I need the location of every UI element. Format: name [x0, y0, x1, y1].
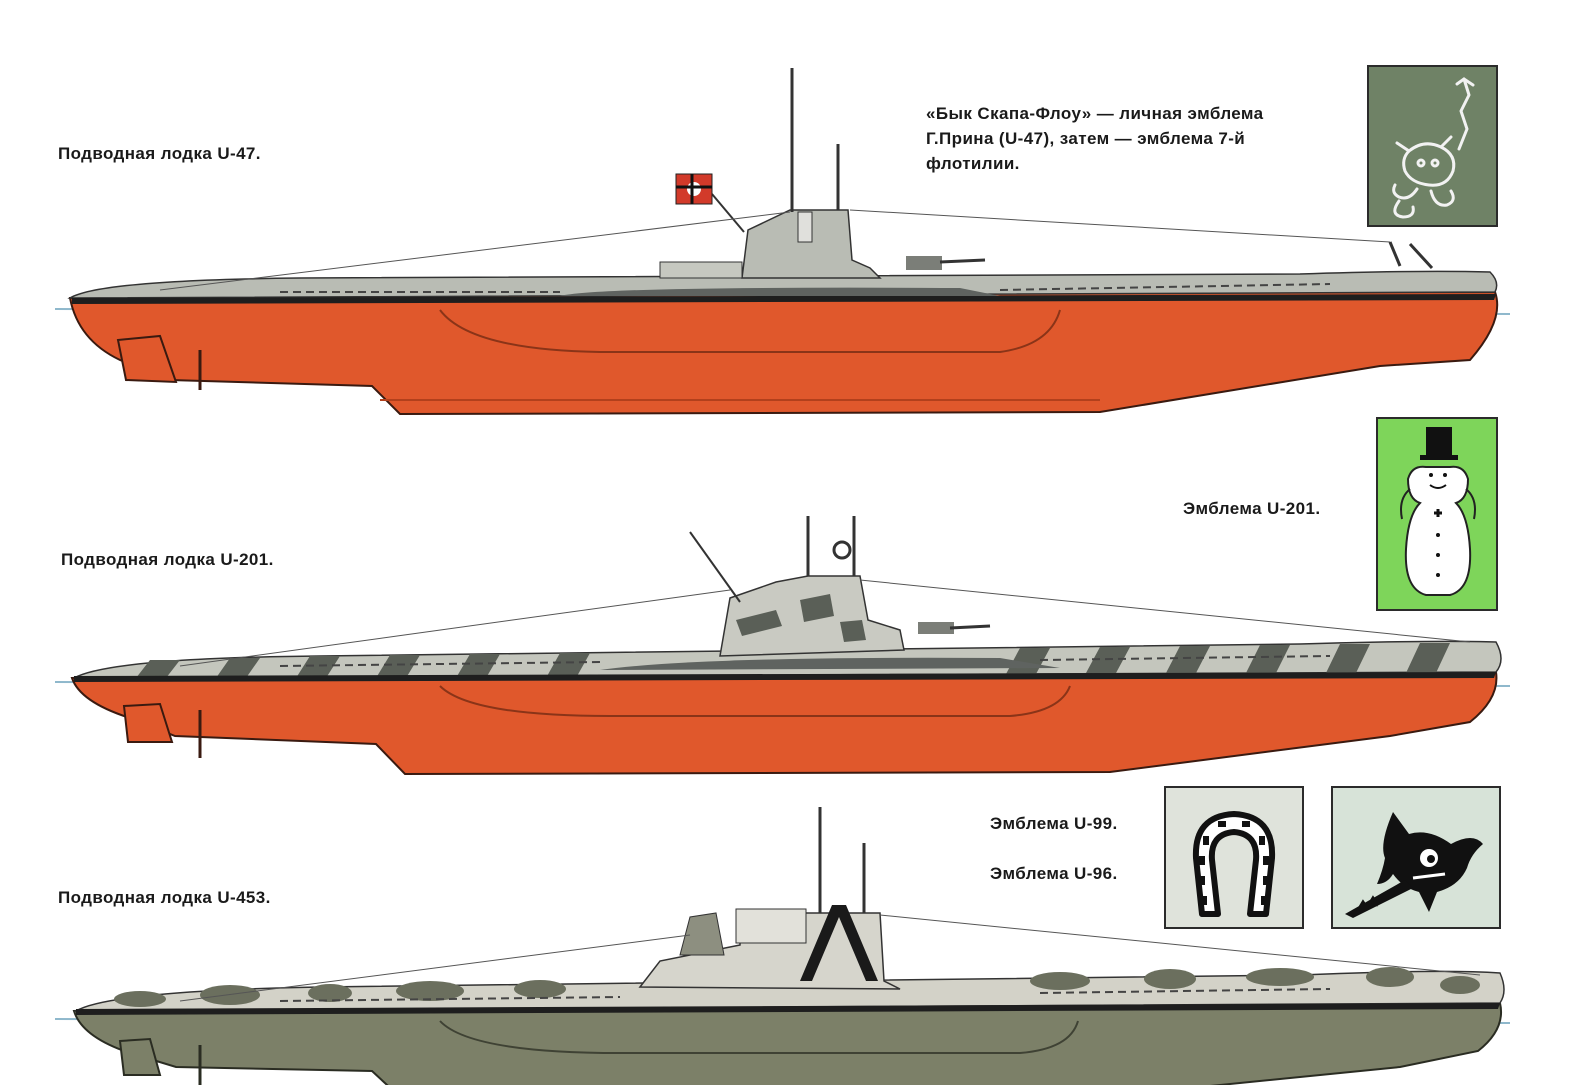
- submarine-u453: [54, 807, 1511, 1085]
- hull: [68, 290, 1499, 416]
- swordfish-emblem-icon: [1345, 812, 1483, 918]
- submarine-u201: [54, 516, 1511, 776]
- flag: [675, 173, 713, 205]
- bull-emblem-icon: [1392, 77, 1475, 219]
- hull: [70, 670, 1498, 776]
- horseshoe-emblem-plate: [1164, 786, 1304, 929]
- horseshoe-emblem-icon: [1192, 811, 1276, 917]
- hull: [72, 1001, 1502, 1085]
- caption-emblem-u96: Эмблема U-96.: [990, 864, 1118, 883]
- bull-emblem-plate: [1367, 65, 1498, 227]
- swordfish-emblem-plate: [1331, 786, 1501, 929]
- conning-tower: [638, 912, 901, 990]
- submarine-u47: [54, 68, 1511, 416]
- caption-u201: Подводная лодка U-201.: [61, 550, 274, 569]
- caption-emblem-u99: Эмблема U-99.: [990, 814, 1118, 833]
- snowman-emblem-icon: [1400, 427, 1476, 596]
- caption-u47: Подводная лодка U-47.: [58, 144, 261, 163]
- caption-emblem-u201: Эмблема U-201.: [1183, 499, 1321, 518]
- snowman-emblem-plate: [1376, 417, 1498, 611]
- conning-tower: [741, 209, 882, 279]
- caption-u453: Подводная лодка U-453.: [58, 888, 271, 907]
- caption-emblem-u47: «Бык Скапа-Флоу» — личная эмблема Г.Прин…: [926, 104, 1264, 173]
